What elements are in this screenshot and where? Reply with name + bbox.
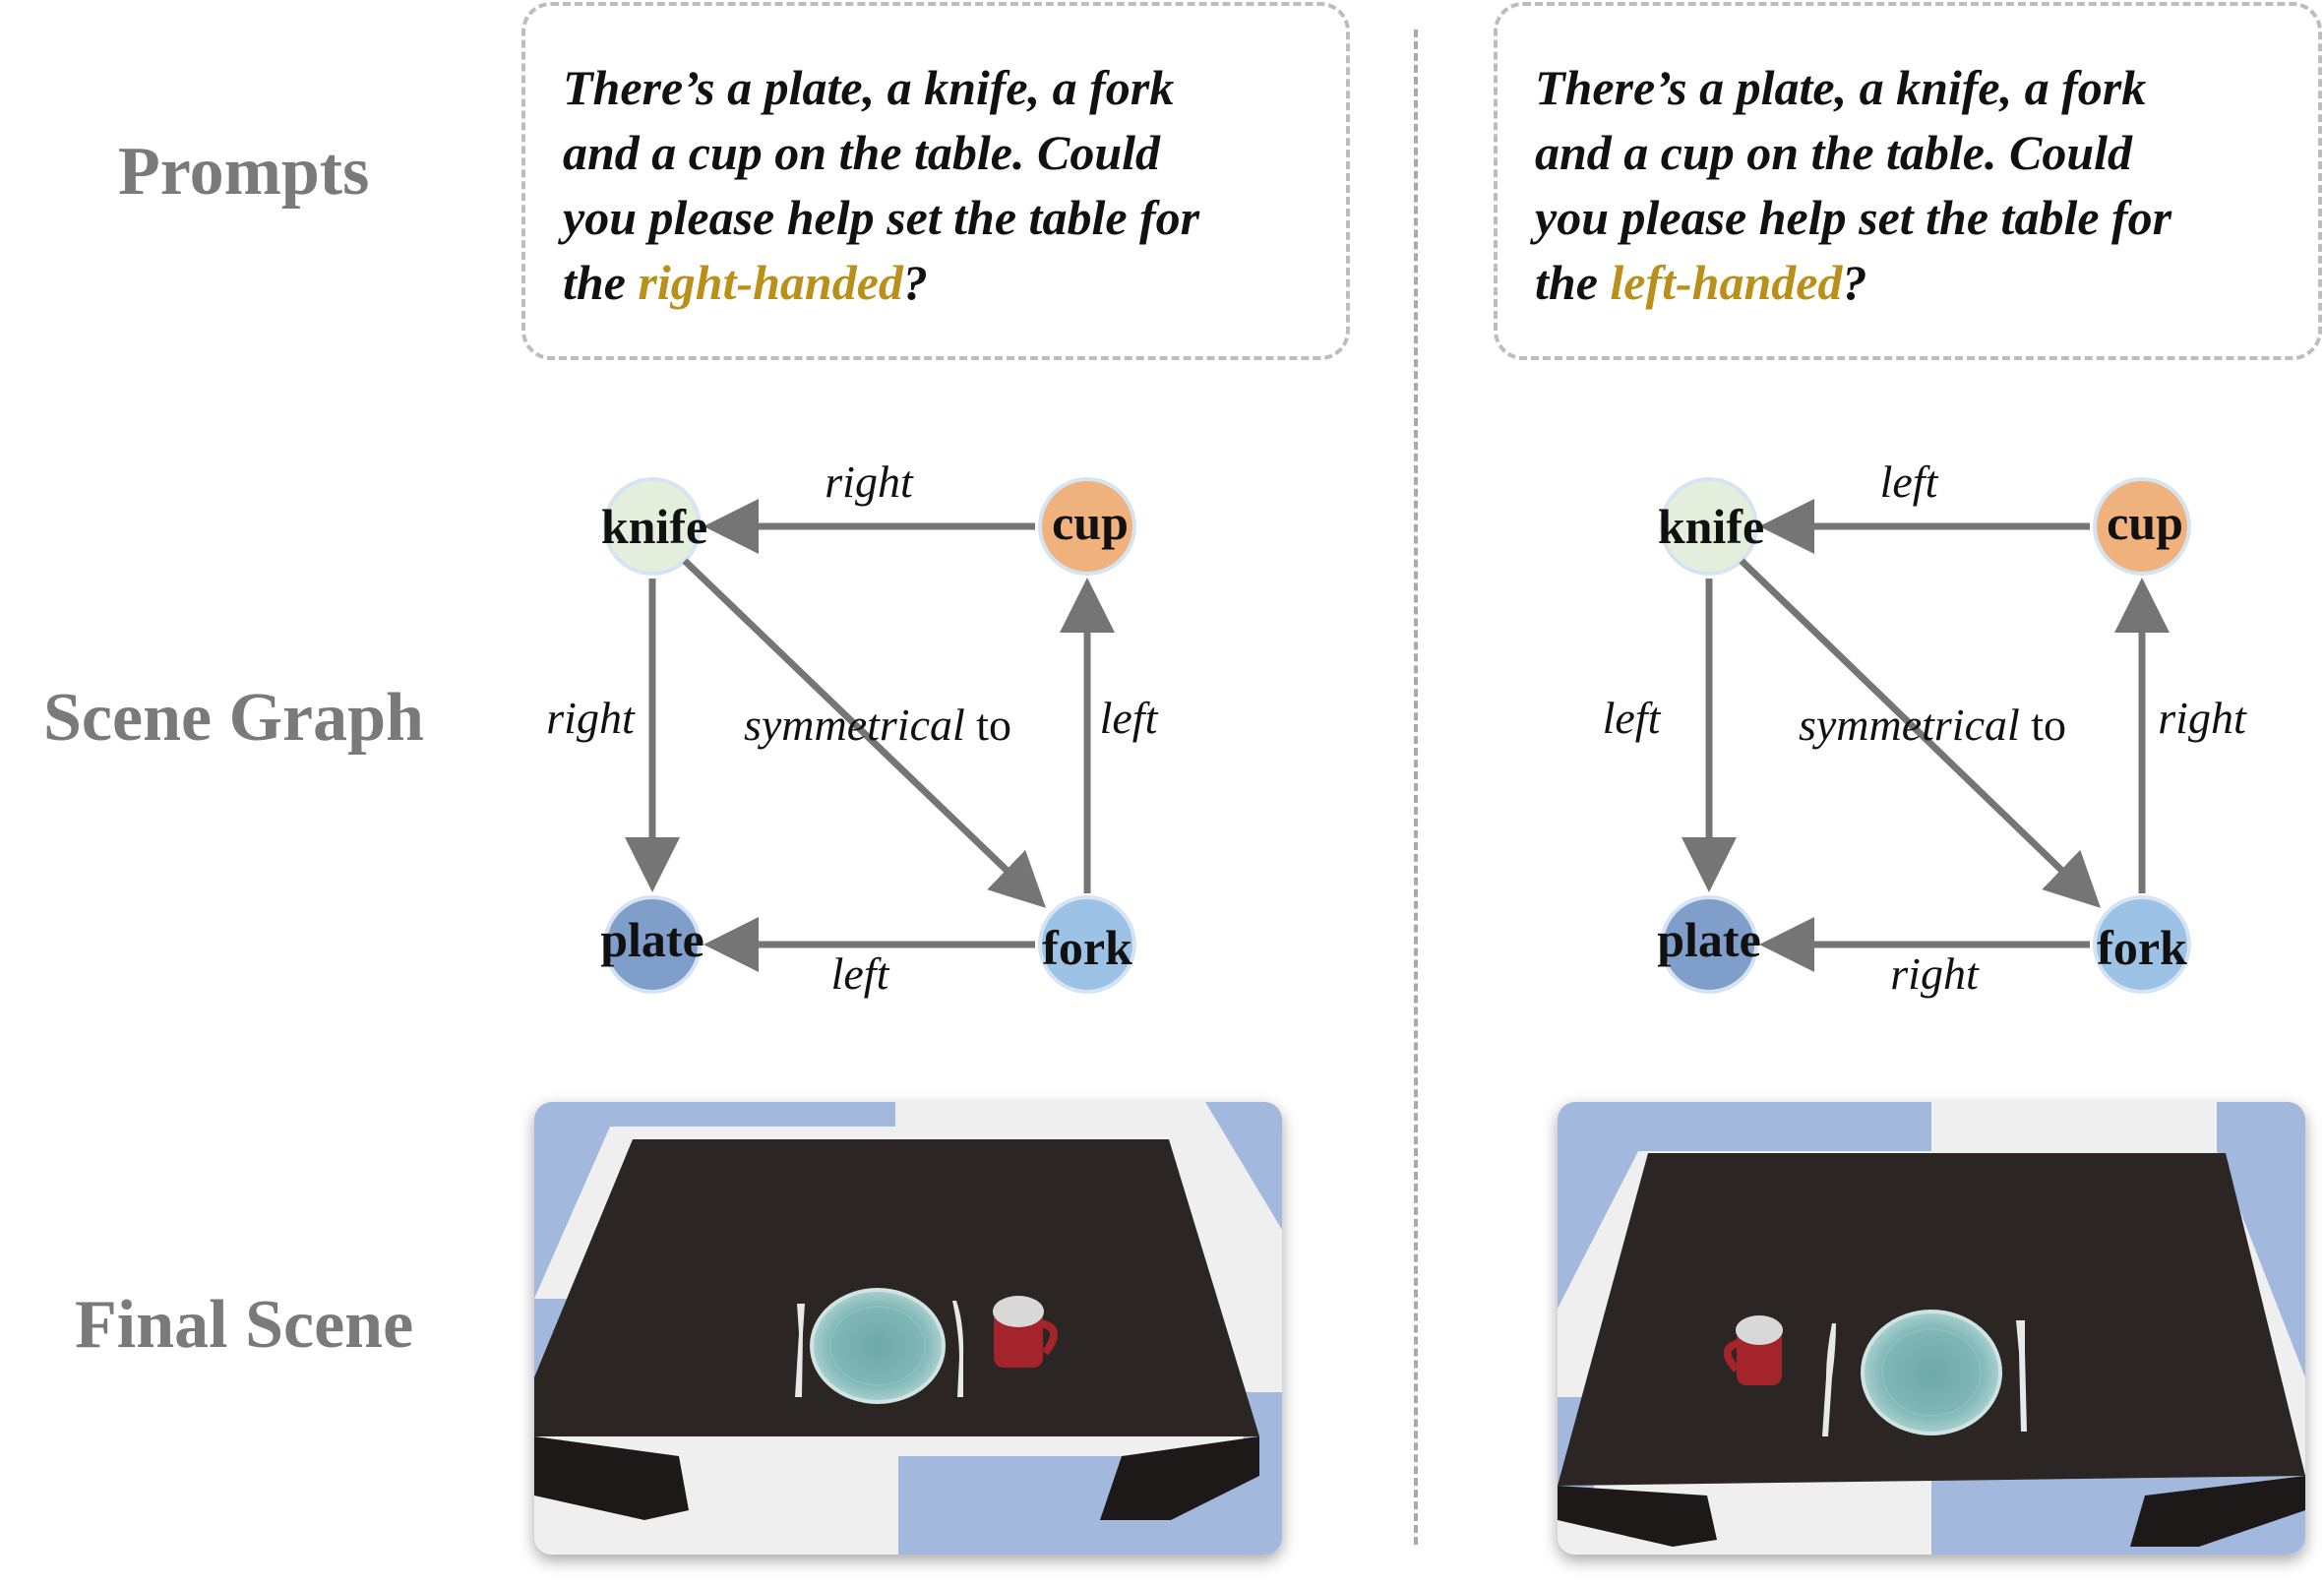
cup-node-label: cup — [2107, 495, 2183, 550]
edge-knife-fork — [1739, 558, 2102, 908]
final-scene-left — [534, 1102, 1282, 1555]
floor-tile — [534, 1102, 610, 1299]
prompt-text-right: There’s a plate, a knife, a fork and a c… — [1535, 55, 2312, 315]
final-scene-row-label: Final Scene — [75, 1287, 414, 1363]
edge-label-knife-fork: symmetrical to — [744, 700, 1011, 750]
panel-divider — [1414, 30, 1418, 1545]
edge-label-knife-plate: right — [546, 693, 636, 743]
edge-label-fork-cup: right — [2158, 693, 2247, 743]
prompts-row-label: Prompts — [118, 134, 370, 210]
edge-label-knife-fork: symmetrical to — [1799, 700, 2066, 750]
edge-label-cup-knife: right — [825, 457, 914, 507]
prompt-body: There’s a plate, a knife, a fork and a c… — [1535, 60, 2172, 310]
fork-node — [2093, 895, 2191, 994]
prompt-end: ? — [902, 255, 928, 310]
scene-graph-row-label: Scene Graph — [43, 680, 424, 756]
plate-node — [1660, 895, 1758, 994]
edge-label-plain: to — [965, 700, 1011, 750]
edge-label-plain: to — [2020, 700, 2066, 750]
cup-node-label: cup — [1052, 495, 1129, 550]
plate-inner — [1881, 1328, 1982, 1417]
cup-object — [993, 1296, 1058, 1368]
knife-object — [1822, 1323, 1836, 1436]
prompt-highlight: left-handed — [1610, 255, 1843, 310]
knife-node — [1660, 477, 1758, 576]
edge-label-fork-plate: left — [831, 948, 890, 999]
final-scene-right — [1558, 1102, 2305, 1555]
table-leg — [2130, 1476, 2305, 1547]
floor-tile — [1205, 1102, 1282, 1230]
prompt-box-left — [521, 2, 1350, 360]
floor-tile — [590, 1102, 895, 1127]
table-top — [534, 1139, 1259, 1436]
prompt-text-left: There’s a plate, a knife, a fork and a c… — [563, 55, 1340, 315]
cup-object — [1723, 1315, 1783, 1385]
cup-node — [2093, 477, 2191, 576]
fork-node — [1038, 895, 1136, 994]
knife-node-label: knife — [601, 499, 707, 554]
fork-node-label: fork — [2097, 920, 2187, 975]
fork-object — [795, 1304, 805, 1397]
plate-node-label: plate — [600, 912, 704, 967]
graph-left: knife cup plate fork right right left le… — [546, 457, 1158, 999]
fork-object — [2016, 1320, 2027, 1432]
edge-label-fork-plate: right — [1890, 948, 1980, 999]
knife-object — [952, 1301, 964, 1397]
fork-node-label: fork — [1042, 920, 1132, 975]
cup-node — [1038, 477, 1136, 576]
graph-right: knife cup plate fork left left right rig… — [1603, 457, 2247, 999]
floor-tile — [2217, 1102, 2305, 1151]
plate-inner — [829, 1306, 926, 1386]
edge-label-knife-plate: left — [1603, 693, 1662, 743]
table-leg — [534, 1436, 689, 1520]
edge-label-italic: symmetrical — [1799, 700, 2020, 750]
edge-label-fork-cup: left — [1100, 693, 1159, 743]
floor-tile — [1558, 1102, 1931, 1151]
edge-knife-fork — [682, 558, 1047, 908]
prompt-box-right — [1494, 2, 2322, 360]
edge-label-italic: symmetrical — [744, 700, 965, 750]
table-leg — [1100, 1436, 1259, 1520]
prompt-body: There’s a plate, a knife, a fork and a c… — [563, 60, 1200, 310]
prompt-highlight: right-handed — [638, 255, 903, 310]
table-leg — [1558, 1486, 1717, 1547]
plate-node — [603, 895, 702, 994]
knife-node-label: knife — [1658, 499, 1764, 554]
prompt-end: ? — [1842, 255, 1867, 310]
plate-node-label: plate — [1657, 912, 1761, 967]
knife-node — [603, 477, 702, 576]
floor-tile — [1558, 1151, 1638, 1309]
edge-label-cup-knife: left — [1880, 457, 1939, 507]
